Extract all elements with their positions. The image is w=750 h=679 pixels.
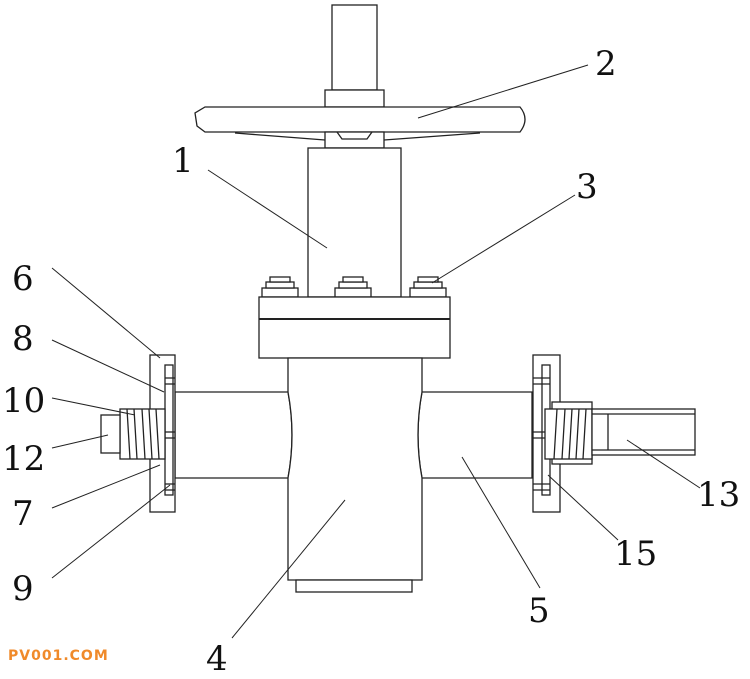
left-plug [100, 414, 121, 454]
right-extension-pipe [591, 408, 696, 456]
label-4: 4 [206, 639, 228, 679]
watermark: PV001.COM [8, 648, 109, 664]
leader-lines [51, 64, 701, 639]
label-12: 12 [2, 439, 45, 479]
right-threaded-sleeve [544, 401, 593, 465]
valve-stem [331, 4, 378, 91]
label-2: 2 [595, 44, 617, 84]
label-6: 6 [12, 259, 34, 299]
label-3: 3 [576, 167, 598, 207]
body-bottom-cap [295, 579, 413, 593]
label-1: 1 [172, 141, 194, 181]
stem-collar [324, 89, 385, 108]
valve-body [287, 357, 423, 581]
handwheel [194, 106, 526, 149]
bonnet-bolts [261, 276, 447, 298]
label-8: 8 [12, 319, 34, 359]
bonnet-flange [258, 296, 451, 359]
label-5: 5 [528, 591, 550, 631]
bonnet [307, 147, 402, 298]
left-pipe [174, 391, 293, 479]
left-threaded-sleeve [119, 408, 166, 460]
label-10: 10 [2, 381, 45, 421]
label-9: 9 [12, 569, 34, 609]
right-pipe [417, 391, 533, 479]
label-15: 15 [614, 534, 657, 574]
label-13: 13 [697, 475, 740, 515]
label-7: 7 [12, 494, 34, 534]
